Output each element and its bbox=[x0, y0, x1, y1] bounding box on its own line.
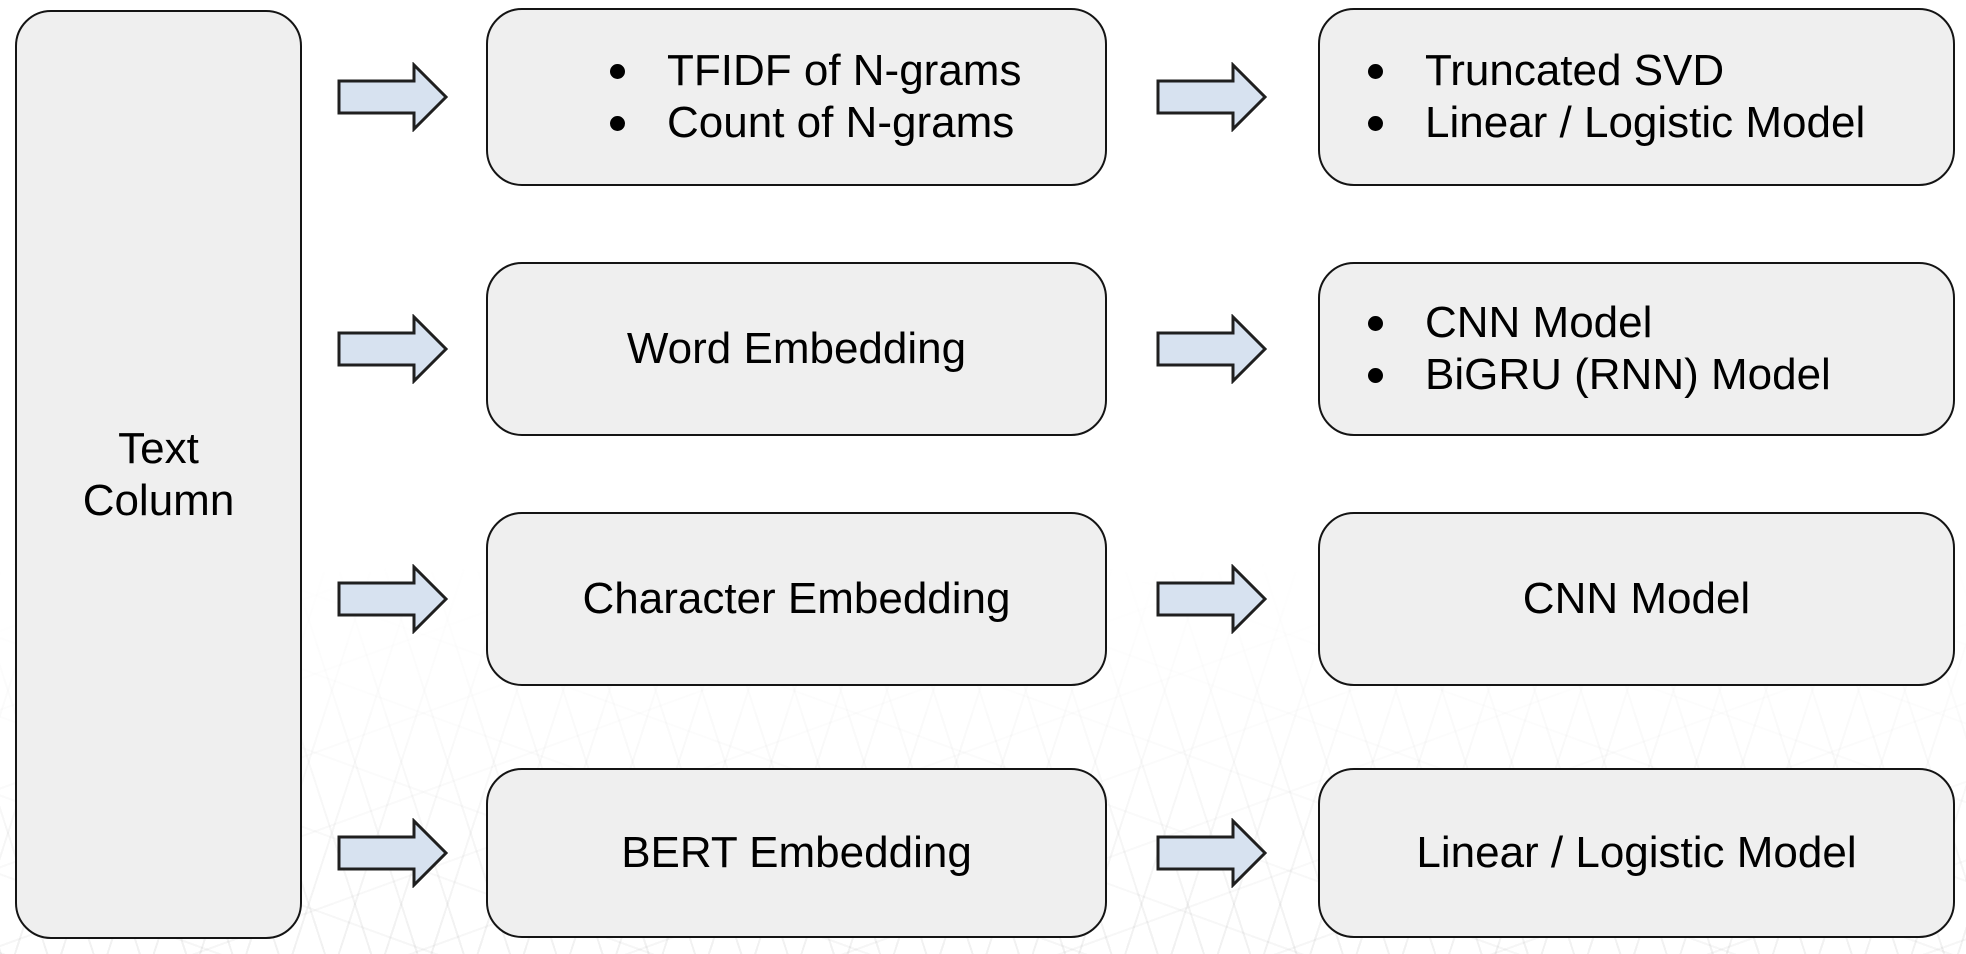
box-label: Linear / Logistic Model bbox=[1416, 828, 1857, 877]
bullet-icon bbox=[610, 63, 625, 79]
right-arrow-icon bbox=[337, 564, 449, 634]
bullet-text: TFIDF of N-grams bbox=[667, 46, 1022, 95]
model-box-linear-logistic: Linear / Logistic Model bbox=[1318, 768, 1955, 938]
model-box-cnn-bigru: CNN Model BiGRU (RNN) Model bbox=[1318, 262, 1955, 436]
bullet-icon bbox=[1368, 63, 1383, 79]
list-item: BiGRU (RNN) Model bbox=[1368, 349, 1831, 401]
right-arrow-icon bbox=[1156, 62, 1268, 132]
list-item: Truncated SVD bbox=[1368, 45, 1865, 97]
bullet-text: Count of N-grams bbox=[667, 98, 1015, 147]
right-arrow-icon bbox=[1156, 564, 1268, 634]
right-arrow-icon bbox=[337, 62, 449, 132]
bullet-text: Linear / Logistic Model bbox=[1425, 98, 1866, 147]
right-arrow-icon bbox=[1156, 314, 1268, 384]
bullet-icon bbox=[1368, 315, 1383, 331]
bullet-text: BiGRU (RNN) Model bbox=[1425, 350, 1831, 399]
right-arrow-icon bbox=[337, 314, 449, 384]
list-item: CNN Model bbox=[1368, 297, 1831, 349]
feature-box-character-embedding: Character Embedding bbox=[486, 512, 1107, 686]
box-label: CNN Model bbox=[1522, 574, 1751, 623]
bullet-text: CNN Model bbox=[1425, 298, 1653, 347]
bullet-icon bbox=[1368, 367, 1383, 383]
box-label: Word Embedding bbox=[626, 324, 967, 373]
right-arrow-icon bbox=[1156, 818, 1268, 888]
text-column-label: Text Column bbox=[17, 423, 300, 527]
bullet-text: Truncated SVD bbox=[1425, 46, 1725, 95]
right-arrow-icon bbox=[337, 818, 449, 888]
list-item: Linear / Logistic Model bbox=[1368, 97, 1865, 149]
list-item: TFIDF of N-grams bbox=[610, 45, 1021, 97]
bullet-icon bbox=[1368, 115, 1383, 131]
feature-box-bert-embedding: BERT Embedding bbox=[486, 768, 1107, 938]
model-box-svd-linear: Truncated SVD Linear / Logistic Model bbox=[1318, 8, 1955, 186]
bullet-icon bbox=[610, 115, 625, 131]
box-label: Character Embedding bbox=[582, 574, 1011, 623]
feature-box-tfidf-ngrams: TFIDF of N-grams Count of N-grams bbox=[486, 8, 1107, 186]
text-column-box: Text Column bbox=[15, 10, 302, 939]
list-item: Count of N-grams bbox=[610, 97, 1021, 149]
box-label: BERT Embedding bbox=[621, 828, 972, 877]
model-box-cnn: CNN Model bbox=[1318, 512, 1955, 686]
text-column-label-line1: Text bbox=[118, 423, 199, 473]
text-column-label-line2: Column bbox=[82, 475, 235, 525]
feature-box-word-embedding: Word Embedding bbox=[486, 262, 1107, 436]
